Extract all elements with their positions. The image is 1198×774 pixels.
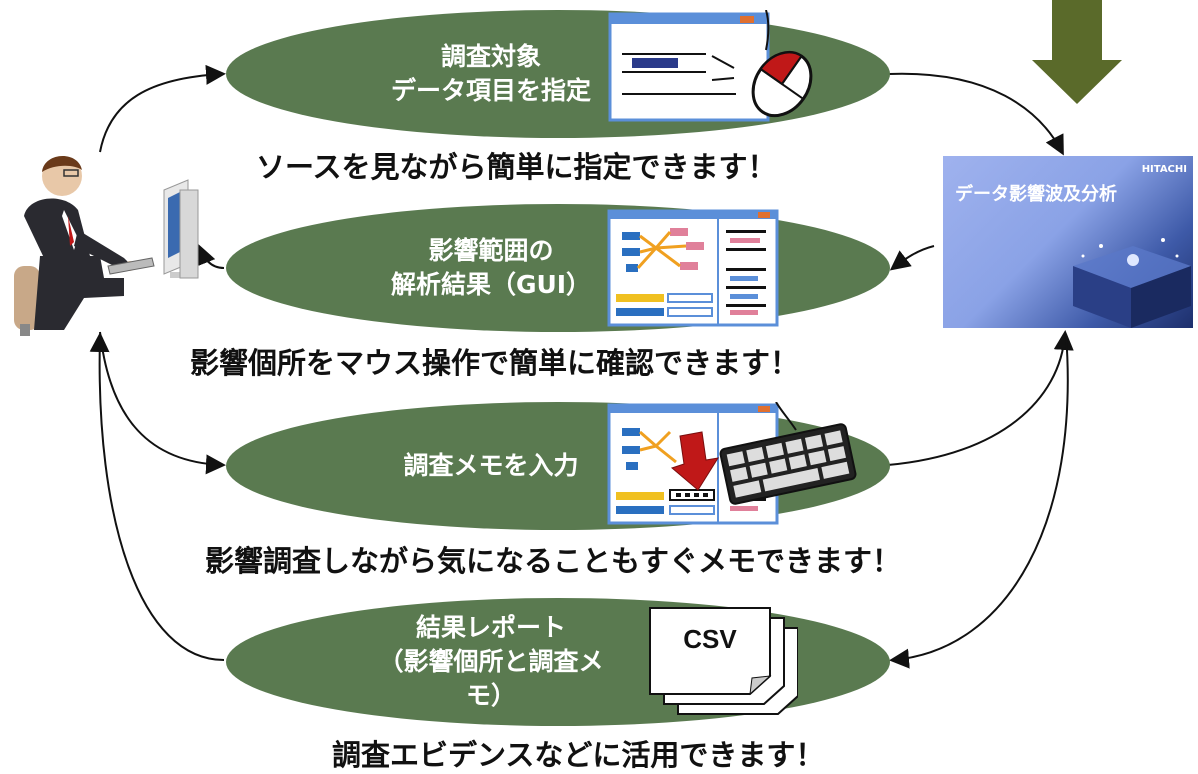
memo-window-keyboard-icon — [607, 402, 857, 525]
down-arrow-icon — [1032, 0, 1122, 104]
brand-label: HITACHI — [1141, 164, 1187, 175]
caption-specify: ソースを見ながら簡単に指定できます！ — [256, 150, 777, 184]
caption-report: 調査エビデンスなどに活用できます！ — [332, 738, 825, 772]
step-specify-line1: 調査対象 — [440, 42, 541, 72]
keyboard-icon — [719, 423, 857, 505]
red-down-arrow-icon — [670, 431, 720, 491]
source-window-mouse-icon — [608, 10, 813, 122]
arrow-step3-to-product — [887, 330, 1074, 466]
csv-label: CSV — [683, 624, 737, 654]
product-box-graphic — [1073, 238, 1191, 328]
caption-analysis: 影響個所をマウス操作で簡単に確認できます！ — [190, 346, 800, 380]
arrow-step2-to-user — [196, 244, 225, 269]
product-title: データ影響波及分析 — [955, 184, 1117, 205]
step-memo-line1: 調査メモを入力 — [403, 451, 579, 481]
step-specify-line2: データ項目を指定 — [390, 76, 591, 105]
step-analysis-line2: 解析結果（GUI） — [390, 270, 592, 299]
step-report-line1: 結果レポート — [415, 613, 566, 643]
arrow-user-to-step3 — [99, 331, 226, 475]
arrow-step1-to-product — [887, 72, 1064, 156]
product-panel: データ影響波及分析 HITACHI — [943, 156, 1193, 328]
step-analysis-line1: 影響範囲の — [428, 236, 554, 266]
arrow-product-to-step2 — [889, 245, 935, 271]
step-report-line2: （影響個所と調査メモ） — [378, 647, 604, 710]
user-at-computer-icon — [14, 155, 199, 336]
step-analysis-ellipse: 影響範囲の 解析結果（GUI） — [226, 204, 890, 332]
caption-memo: 影響調査しながら気になることもすぐメモできます！ — [205, 544, 902, 578]
arrow-user-to-step1 — [99, 64, 226, 153]
arrow-step4-to-user — [89, 332, 225, 661]
csv-document-icon: CSV — [649, 607, 798, 715]
mouse-icon — [751, 50, 813, 118]
analysis-gui-window-icon — [607, 209, 779, 327]
arrow-product-to-step4 — [889, 333, 1069, 669]
